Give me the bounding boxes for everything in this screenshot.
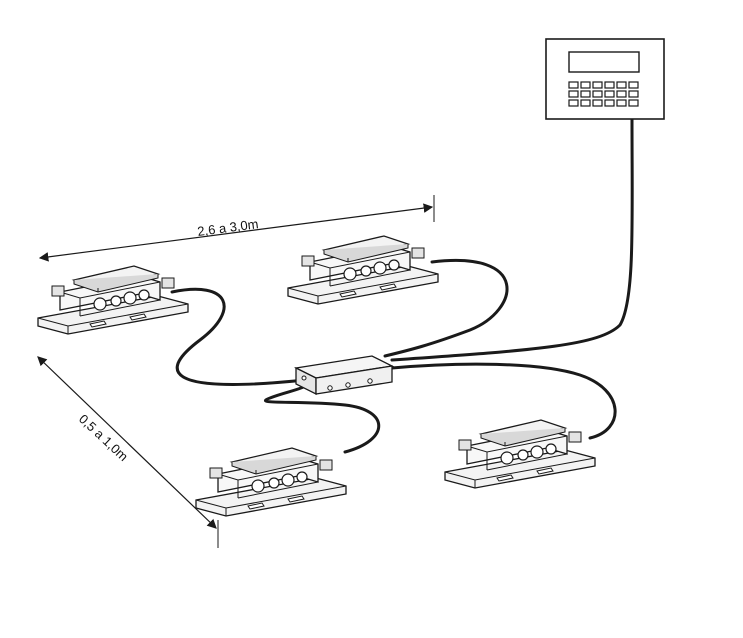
keypad-key — [616, 99, 627, 107]
cable-indicator — [390, 118, 634, 362]
junction-box — [293, 355, 395, 396]
cable-cell-3 — [264, 382, 381, 454]
keypad-key — [568, 99, 579, 107]
keypad-key — [604, 90, 615, 98]
keypad-key — [592, 99, 603, 107]
weight-indicator — [545, 38, 665, 120]
cable-cell-2 — [383, 259, 509, 358]
keypad-key — [604, 99, 615, 107]
length-label: 2,6 a 3,0m — [196, 216, 259, 239]
keypad-key — [580, 99, 591, 107]
keypad-key — [592, 81, 603, 89]
cable-cell-4 — [390, 362, 617, 440]
keypad-key — [628, 90, 639, 98]
keypad-key — [604, 81, 615, 89]
load-cell-1 — [37, 265, 189, 335]
keypad-key — [616, 81, 627, 89]
load-cell-3 — [195, 447, 347, 517]
keypad-key — [616, 90, 627, 98]
keypad-key — [628, 99, 639, 107]
keypad-key — [580, 90, 591, 98]
width-dimension: 0,5 a 1,0m — [37, 356, 219, 548]
keypad-key — [568, 90, 579, 98]
keypad-key — [568, 81, 579, 89]
keypad-key — [592, 90, 603, 98]
indicator-keypad — [568, 81, 639, 107]
load-cell-2 — [287, 235, 439, 305]
cable-cell-1 — [170, 287, 307, 386]
indicator-display — [568, 51, 640, 73]
cables — [170, 118, 634, 454]
keypad-key — [628, 81, 639, 89]
keypad-key — [580, 81, 591, 89]
load-cell-4 — [444, 419, 596, 489]
